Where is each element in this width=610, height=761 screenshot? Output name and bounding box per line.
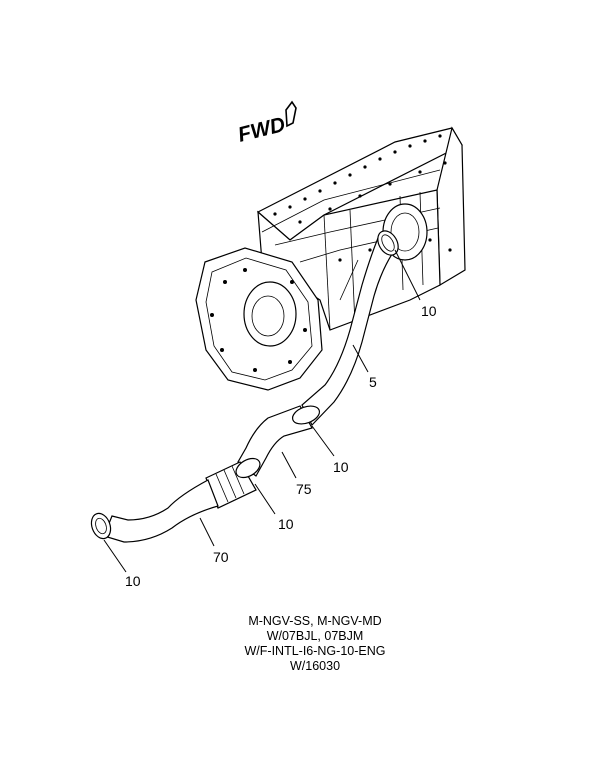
callout-clamp-lower-joint: 10 — [278, 516, 294, 532]
callout-clamp-upper-joint: 10 — [333, 459, 349, 475]
clamp-tailpipe-end — [90, 512, 112, 540]
exhaust-pipe-upper — [301, 237, 397, 427]
caption-line-1: M-NGV-SS, M-NGV-MD — [248, 614, 382, 628]
applicability-caption: M-NGV-SS, M-NGV-MD W/07BJL, 07BJM W/F-IN… — [205, 614, 425, 674]
clamp-upper-joint — [291, 405, 321, 425]
callout-pipe-upper: 5 — [369, 374, 377, 390]
callout-pipe-lower: 70 — [213, 549, 229, 565]
flywheel-housing — [195, 247, 323, 391]
caption-line-3: W/F-INTL-I6-NG-10-ENG — [244, 644, 386, 658]
exhaust-pipe-lower — [103, 479, 219, 543]
leader-lines — [103, 249, 421, 573]
fwd-indicator: FWD — [236, 100, 297, 147]
callout-clamp-engine: 10 — [421, 303, 437, 319]
callout-pipe-middle: 75 — [296, 481, 312, 497]
caption-line-2: W/07BJL, 07BJM — [266, 629, 364, 643]
clamp-lower-joint — [235, 457, 261, 479]
forward-arrow-icon — [285, 100, 297, 128]
fwd-label: FWD — [236, 113, 288, 147]
clamp-engine-outlet — [377, 230, 399, 256]
caption-line-4: W/16030 — [289, 659, 341, 673]
callout-clamp-end: 10 — [125, 573, 141, 589]
engine-block — [256, 126, 466, 331]
